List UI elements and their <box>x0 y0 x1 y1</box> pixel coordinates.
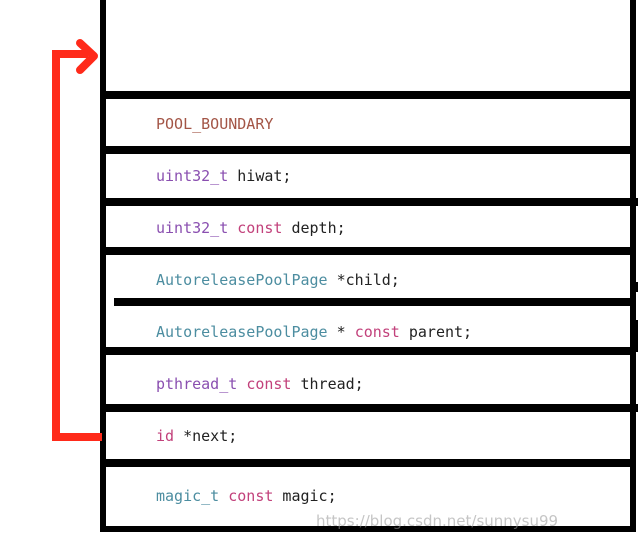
next-pointer-arrowhead-icon <box>76 39 98 74</box>
watermark: https://blog.csdn.net/sunnysu99 <box>316 512 559 530</box>
code-token: const <box>228 487 274 505</box>
edge-tick <box>630 320 638 352</box>
code-token: magic; <box>273 487 337 505</box>
next-pointer-line <box>52 50 102 441</box>
code-token: parent; <box>399 323 473 341</box>
code-token: const <box>237 219 283 237</box>
field-row: magic_t const magic; <box>156 487 337 505</box>
code-token: AutoreleasePoolPage <box>156 271 328 289</box>
code-token: POOL_BOUNDARY <box>156 115 274 133</box>
field-row: pthread_t const thread; <box>156 375 364 393</box>
code-token: thread; <box>291 375 364 393</box>
code-token: *next; <box>174 427 238 445</box>
code-token: const <box>354 323 400 341</box>
code-token: hiwat; <box>228 167 292 185</box>
code-token: id <box>156 427 175 445</box>
field-row: AutoreleasePoolPage *child; <box>156 271 400 289</box>
code-token: AutoreleasePoolPage <box>156 323 328 341</box>
code-token: uint32_t <box>156 219 229 237</box>
divider-0 <box>100 91 630 99</box>
divider-4 <box>114 298 630 306</box>
divider-6 <box>100 404 638 412</box>
code-token: * <box>327 323 355 341</box>
code-token: pthread_t <box>156 375 238 393</box>
field-row: uint32_t const depth; <box>156 219 346 237</box>
code-token: const <box>246 375 292 393</box>
code-token: depth; <box>282 219 346 237</box>
code-token: *child; <box>327 271 400 289</box>
divider-2 <box>100 198 638 206</box>
divider-5 <box>100 347 630 355</box>
divider-3 <box>100 247 630 255</box>
edge-tick <box>630 282 638 292</box>
code-token: uint32_t <box>156 167 229 185</box>
divider-7 <box>100 459 630 467</box>
field-row: POOL_BOUNDARY <box>156 115 273 133</box>
field-row: id *next; <box>156 427 237 445</box>
field-row: AutoreleasePoolPage * const parent; <box>156 323 472 341</box>
code-token: magic_t <box>156 487 220 505</box>
pool-page-box <box>100 0 636 532</box>
field-row: uint32_t hiwat; <box>156 167 291 185</box>
divider-1 <box>100 146 630 154</box>
